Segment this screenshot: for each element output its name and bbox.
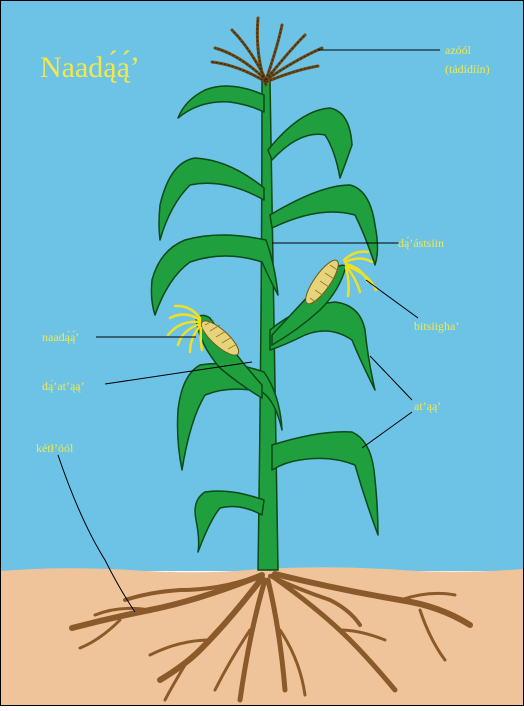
label-leaves: at’ąą’ <box>414 399 441 413</box>
label-roots: kétł’óól <box>36 441 74 455</box>
label-tassel: azóól <box>445 43 472 57</box>
label-silk: bitsiigha’ <box>414 319 459 333</box>
diagram-title: Naadą́ą́’ <box>40 50 140 84</box>
label-tassel-alt: (tádídíín) <box>445 62 490 76</box>
label-husk: dą́’at’ąą’ <box>42 379 85 393</box>
label-ear: naadą́ą́’ <box>42 330 79 344</box>
label-stalk: dą́’ástsiin <box>398 236 444 250</box>
